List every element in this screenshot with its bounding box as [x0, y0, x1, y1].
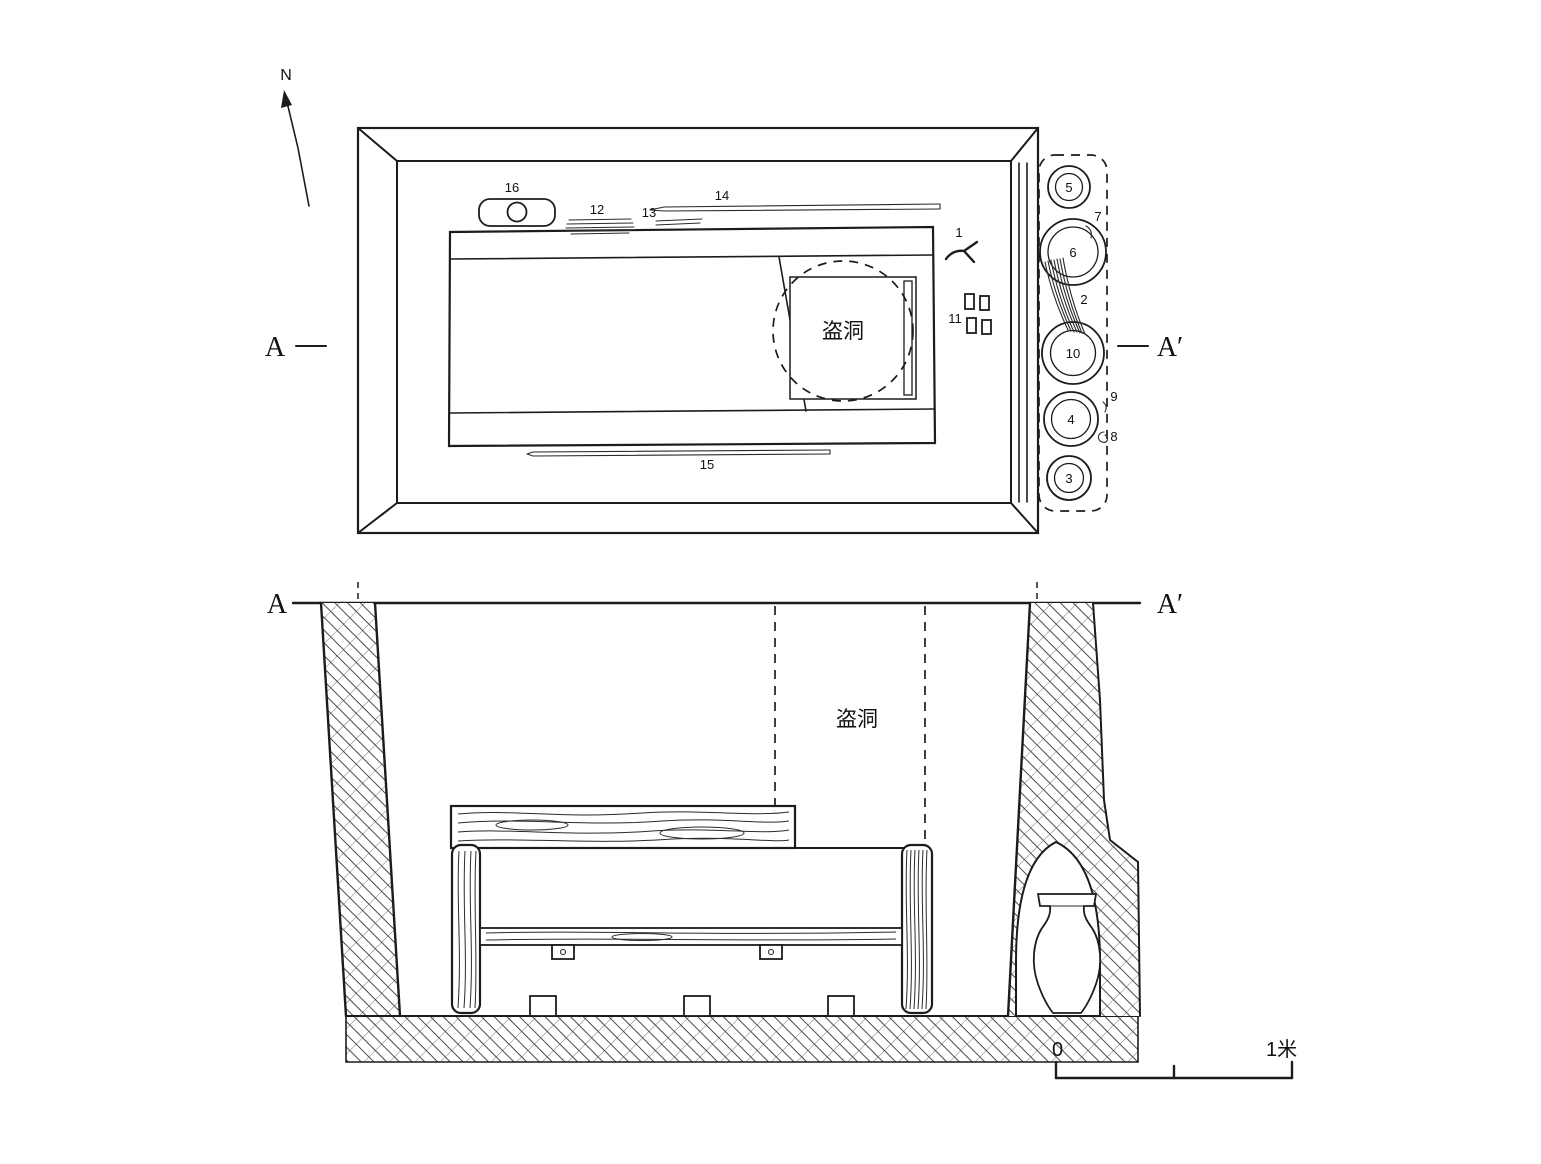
- robber-hole-label-plan: 盗洞: [822, 320, 864, 343]
- vessel-3: 3: [1046, 455, 1092, 501]
- left-wall-section: [319, 601, 402, 1018]
- vessel-4: 4: [1043, 391, 1099, 447]
- artifact-7: [1085, 225, 1092, 239]
- label-6: 6: [1069, 245, 1076, 260]
- floor-plank-grain: [485, 931, 897, 941]
- artifact-8: [1097, 431, 1109, 443]
- niche-pot: [1032, 893, 1102, 1014]
- label-14: 14: [715, 188, 729, 203]
- niche-plan: 5 6 10 4 3: [1038, 154, 1118, 512]
- robber-hole-section: 盗洞: [774, 606, 926, 844]
- artifact-1: [944, 240, 979, 264]
- artifact-9: [1102, 401, 1107, 413]
- north-label: N: [280, 67, 292, 84]
- label-16: 16: [505, 180, 519, 195]
- scale-bar: 0 1米: [1052, 1038, 1297, 1080]
- label-4: 4: [1067, 412, 1074, 427]
- artifact-12-slips: [565, 218, 635, 235]
- coffin-floor-plank: [479, 927, 903, 946]
- coffin-section: [449, 804, 934, 1017]
- vessel-5: 5: [1047, 165, 1091, 209]
- section-view: A A′: [267, 582, 1183, 1063]
- coffin-lid-grain: [457, 811, 790, 842]
- vessel-10: 10: [1041, 321, 1105, 385]
- label-3: 3: [1065, 471, 1072, 486]
- artifact-13: [655, 218, 703, 226]
- label-2: 2: [1080, 292, 1087, 307]
- plan-section-label-left: A: [265, 332, 286, 363]
- niche-dashed-outline: [1038, 154, 1108, 512]
- plan-section-label-right: A′: [1157, 332, 1183, 363]
- label-9: 9: [1110, 389, 1117, 404]
- label-10: 10: [1066, 346, 1080, 361]
- robber-hole-label-section: 盗洞: [836, 708, 878, 731]
- section-label-right: A′: [1157, 589, 1183, 620]
- artifact-15-rod: [526, 449, 831, 457]
- plan-artifacts: 16 12 13 14: [478, 180, 992, 472]
- label-12: 12: [590, 202, 604, 217]
- label-13: 13: [642, 205, 656, 220]
- label-15: 15: [700, 457, 714, 472]
- artifact-16-circle: [506, 201, 528, 223]
- floor-spacers: [551, 944, 783, 960]
- coffin-plan: [447, 225, 937, 448]
- plan-section-line: A A′: [265, 332, 1183, 363]
- scale-zero: 0: [1052, 1039, 1063, 1061]
- artifact-14-rod: [649, 203, 941, 212]
- artifact-11-plaques: [964, 293, 992, 335]
- left-board-grain: [457, 850, 477, 1009]
- coffin-feet: [529, 995, 855, 1017]
- label-7: 7: [1094, 209, 1101, 224]
- right-wall-section: [1006, 601, 1141, 1018]
- plan-view: N A A′: [265, 67, 1183, 535]
- north-arrowhead: [281, 90, 292, 108]
- robber-hole-plan: 盗洞: [772, 260, 914, 402]
- scale-one-meter: 1米: [1266, 1038, 1297, 1061]
- right-board-grain: [905, 849, 928, 1010]
- vessel-6: 6: [1039, 218, 1107, 286]
- north-arrow: N: [280, 67, 310, 207]
- floor-section: [345, 1015, 1139, 1063]
- label-8: 8: [1110, 429, 1117, 444]
- artifact-2-bundle: [1044, 257, 1086, 335]
- label-5: 5: [1065, 180, 1072, 195]
- robber-hole-circle: [772, 260, 914, 402]
- section-label-left: A: [267, 589, 288, 620]
- label-11: 11: [948, 311, 962, 326]
- label-1: 1: [955, 225, 962, 240]
